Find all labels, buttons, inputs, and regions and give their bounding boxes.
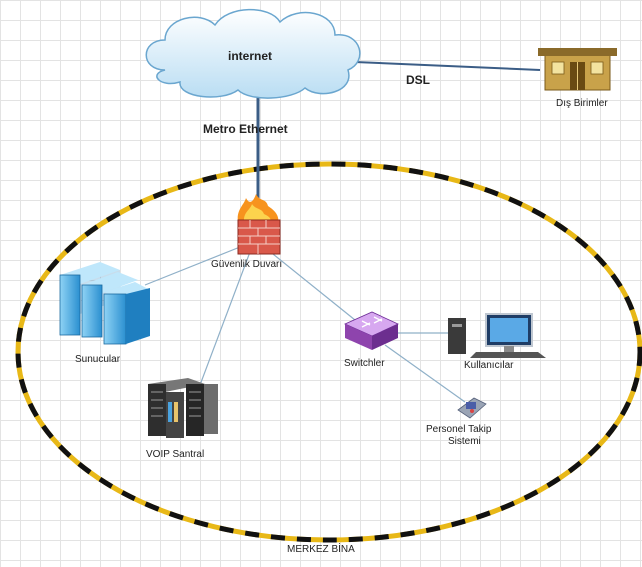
users-label: Kullanıcılar [464,360,514,371]
link-dsl [354,61,541,71]
link-switches-personnel [384,344,466,403]
dsl-link-label: DSL [406,73,430,87]
voip-rack-icon [148,378,218,438]
merkez-bina-zone-label: MERKEZ BİNA [287,544,355,555]
switches-label: Switchler [344,358,385,369]
link-firewall-servers [144,244,246,286]
internet-label: internet [228,49,273,63]
link-firewall-voip [199,251,251,386]
link-firewall-switches [267,249,356,321]
firewall-icon [237,194,281,255]
fingerprint-scanner-icon [457,397,487,419]
servers-icon [59,262,150,345]
metro-ethernet-link-label: Metro Ethernet [203,122,288,136]
servers-label: Sunucular [75,354,121,365]
personnel-tracking-label-line1: Personel Takip [426,424,492,435]
internet-cloud-icon [145,8,361,99]
building-icon [538,48,617,91]
personnel-tracking-label-line2: Sistemi [448,436,481,447]
switch-icon [344,311,399,350]
remote-units-label: Dış Birimler [556,98,608,109]
merkez-bina-zone-ring [15,161,642,543]
firewall-label: Güvenlik Duvarı [211,259,283,270]
workstation-icon [448,313,546,358]
voip-label: VOIP Santral [146,449,205,460]
